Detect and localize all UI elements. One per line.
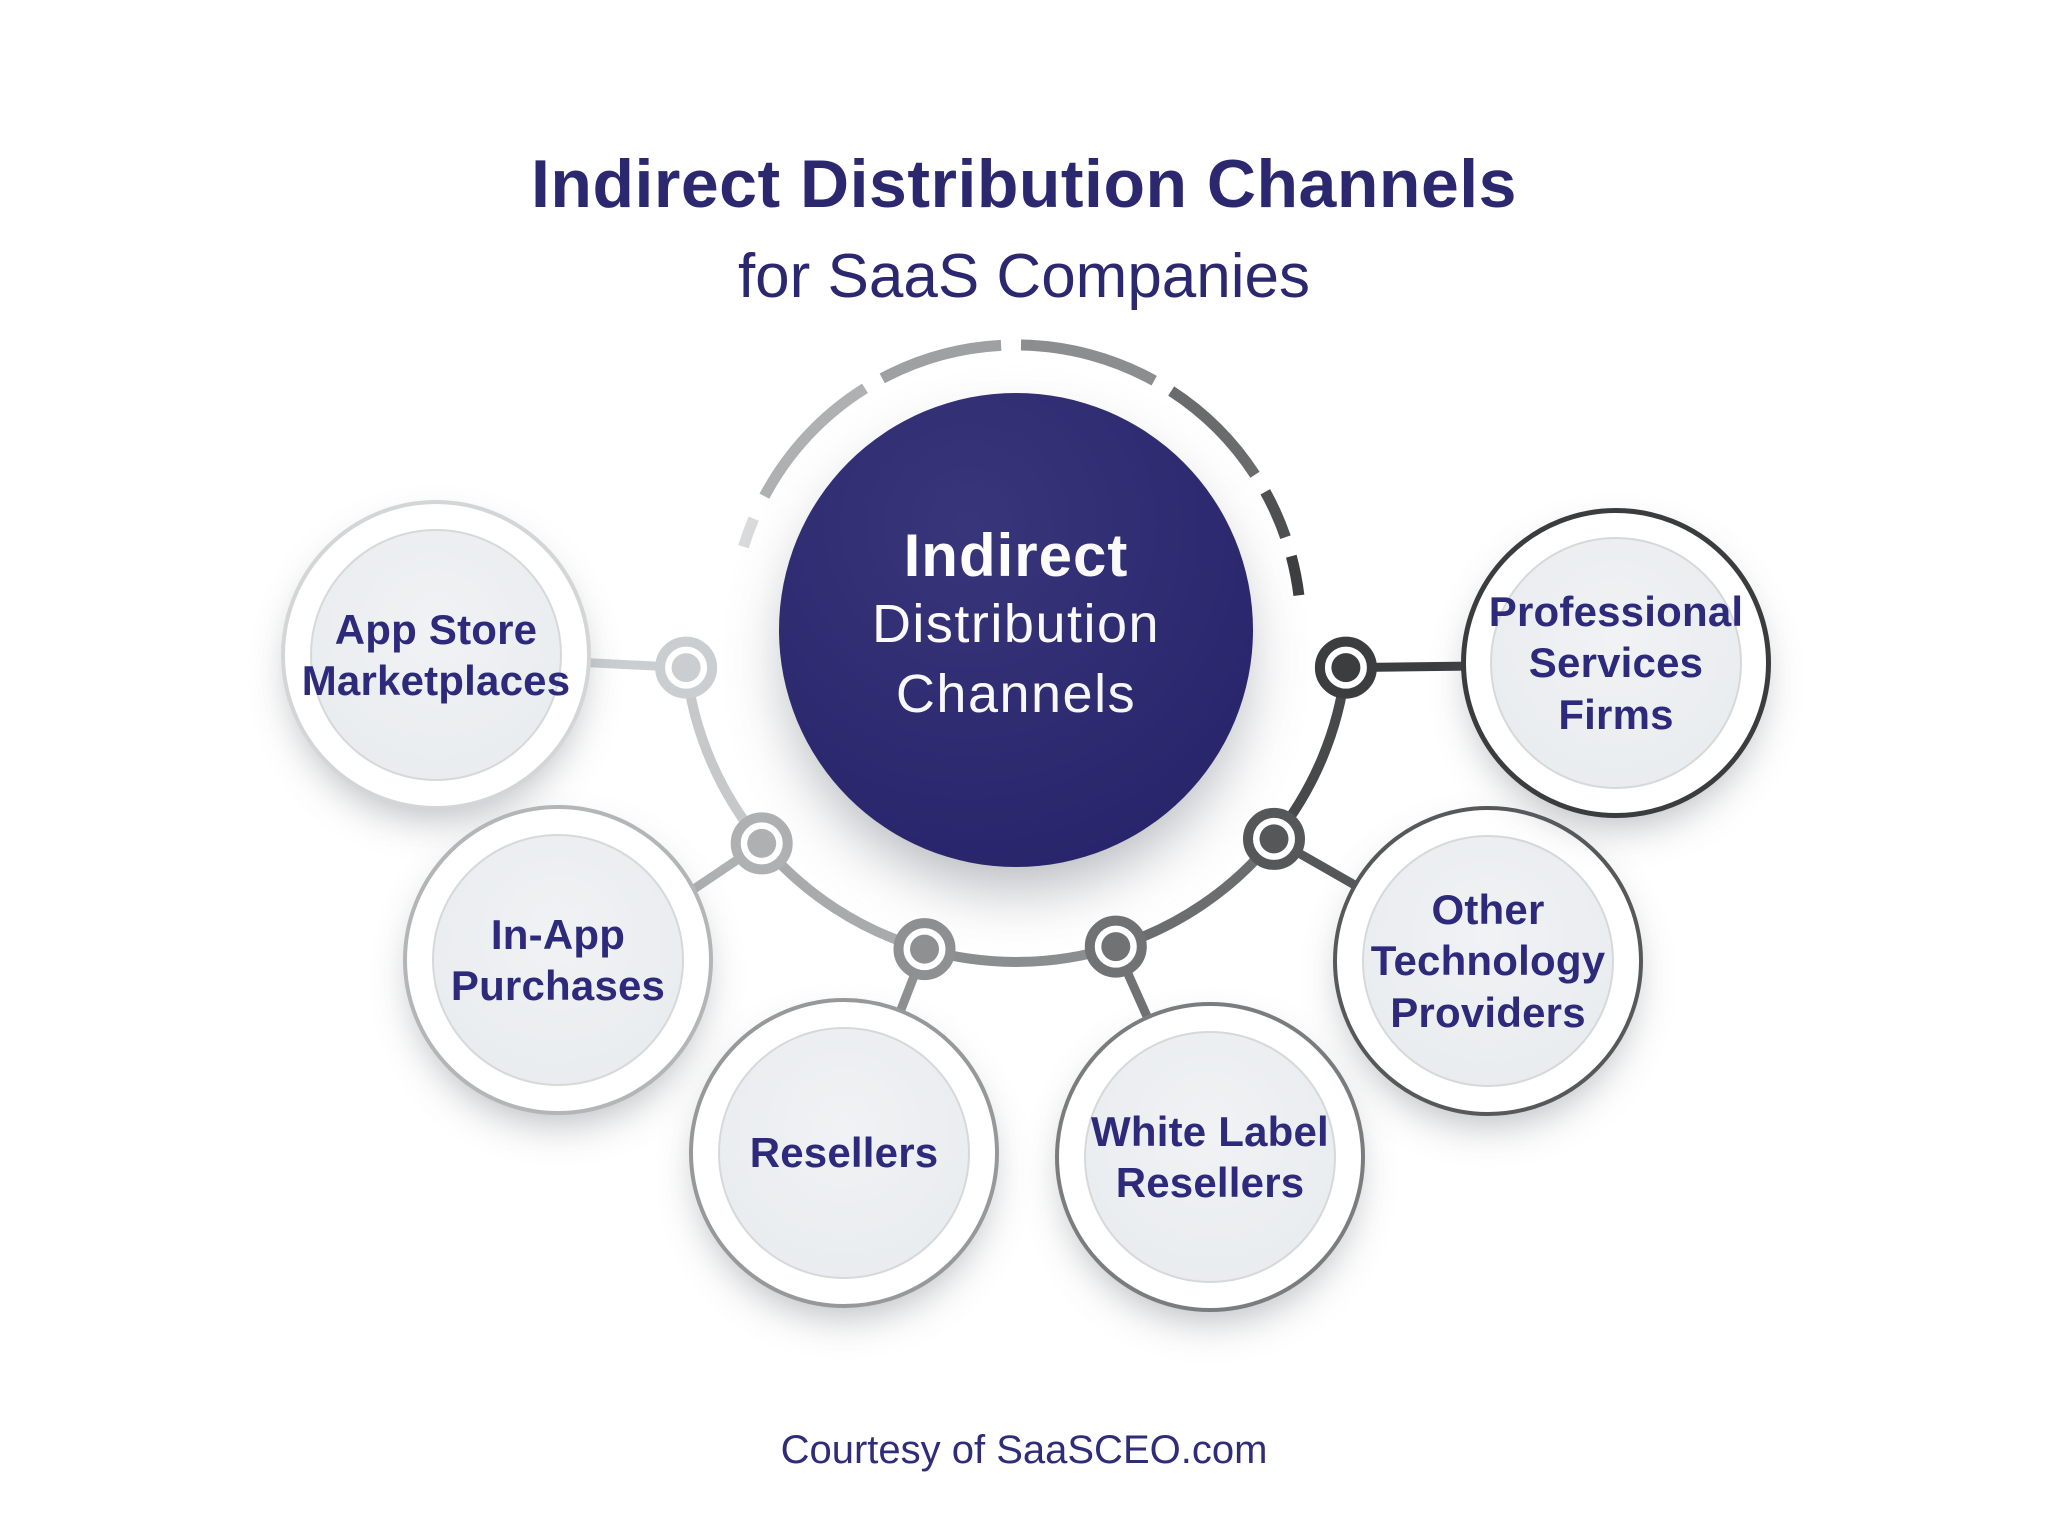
node-inner-disc: Professional Services Firms <box>1488 537 1744 789</box>
center-node-line-2: Distribution <box>871 594 1161 655</box>
node-resellers: Resellers <box>689 998 999 1308</box>
node-label: In-App Purchases <box>450 910 666 1009</box>
center-node-line-3: Channels <box>895 663 1137 724</box>
connector-dot <box>655 636 718 699</box>
node-label: App Store Marketplaces <box>301 605 571 704</box>
node-other-technology-providers: Other Technology Providers <box>1333 806 1643 1116</box>
node-label: Professional Services Firms <box>1488 588 1744 738</box>
node-inner-disc: In-App Purchases <box>432 834 684 1086</box>
dash-segment <box>1020 339 1157 386</box>
node-label: White Label Resellers <box>1091 1107 1329 1206</box>
node-inner-disc: Resellers <box>718 1027 970 1279</box>
connector-dot <box>1084 915 1147 978</box>
node-label: Resellers <box>749 1129 939 1177</box>
node-label: Other Technology Providers <box>1370 886 1606 1036</box>
dash-segment <box>879 339 1002 384</box>
title-line-2: for SaaS Companies <box>737 242 1311 311</box>
node-inner-disc: App Store Marketplaces <box>302 529 570 781</box>
dash-segment <box>1168 386 1260 478</box>
dot-core <box>1259 824 1289 854</box>
node-inner-disc: White Label Resellers <box>1084 1031 1336 1283</box>
dot-core <box>671 653 701 683</box>
node-inner-disc: Other Technology Providers <box>1362 835 1614 1087</box>
dash-segment <box>759 383 868 499</box>
node-app-store-marketplaces: App Store Marketplaces <box>281 500 591 810</box>
dash-segment <box>738 516 759 549</box>
dot-core <box>747 828 777 858</box>
dot-core <box>1101 932 1131 962</box>
footer-credit: Courtesy of SaaSCEO.com <box>780 1428 1268 1472</box>
junction-dots <box>655 636 1377 981</box>
dot-core <box>1331 653 1361 683</box>
dash-segment <box>1260 489 1291 540</box>
connector-dot <box>1243 807 1305 870</box>
dash-segment <box>1285 554 1305 597</box>
dashed-arc <box>738 339 1305 597</box>
node-professional-services-firms: Professional Services Firms <box>1461 508 1771 818</box>
node-white-label-resellers: White Label Resellers <box>1055 1002 1365 1312</box>
center-node-line-1: Indirect <box>903 522 1129 590</box>
title: Indirect Distribution Channels for SaaS … <box>0 150 2048 308</box>
connector-dot <box>1314 636 1377 699</box>
title-line-1: Indirect Distribution Channels <box>531 146 1517 222</box>
node-in-app-purchases: In-App Purchases <box>403 805 713 1115</box>
connector-dot <box>893 918 956 981</box>
connector-dot <box>730 812 793 875</box>
center-node-indirect-distribution-channels: Indirect Distribution Channels <box>779 393 1253 867</box>
dot-core <box>910 934 939 964</box>
